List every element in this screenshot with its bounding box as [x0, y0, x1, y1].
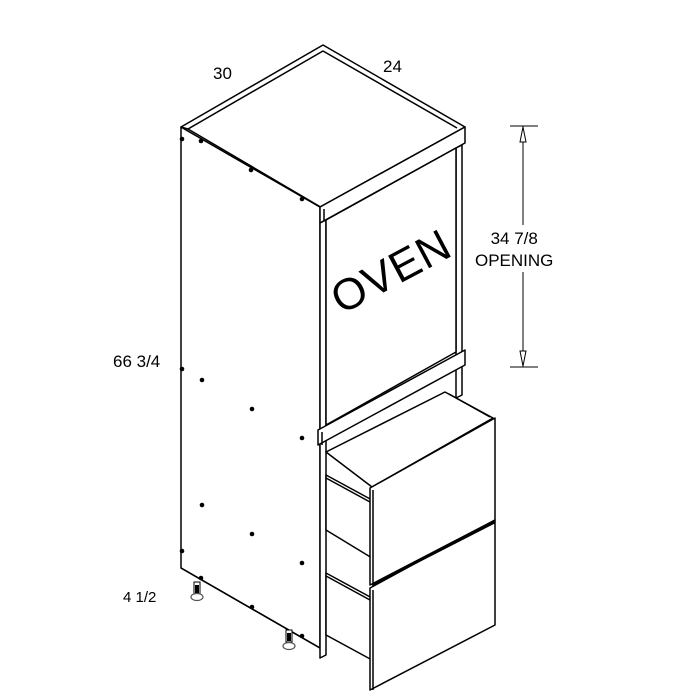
toe-kick-dimension-label: 4 1/2	[123, 589, 157, 606]
height-dimension-label: 66 3/4	[113, 352, 161, 371]
depth-dimension-label: 24	[383, 57, 402, 76]
opening-dimension	[510, 125, 538, 368]
leg-front-right	[282, 629, 296, 651]
middle-rail	[317, 349, 466, 446]
oven-opening	[325, 147, 457, 426]
leveler-legs	[190, 581, 296, 651]
screw-holes	[179, 136, 305, 639]
top-inner-edge	[187, 50, 458, 130]
leg-front-left	[190, 581, 204, 602]
upper-drawer-box-top	[325, 391, 494, 488]
upper-drawer-box-side	[325, 474, 373, 559]
lower-drawer-box-side	[325, 572, 373, 661]
left-side-panel	[180, 126, 321, 649]
width-dimension-label: 30	[213, 64, 232, 83]
opening-value: 34 7/8	[490, 229, 538, 248]
opening-text: OPENING	[475, 251, 554, 270]
top-rail	[319, 126, 466, 224]
opening-dimension-label: 34 7/8 OPENING	[473, 228, 556, 272]
top-front-edge	[180, 126, 325, 210]
